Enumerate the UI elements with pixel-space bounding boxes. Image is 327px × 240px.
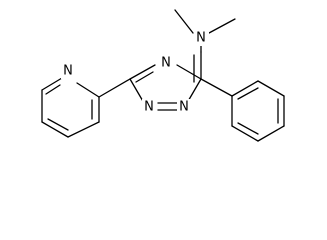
- atom-label: N: [63, 64, 73, 79]
- bond: [208, 18, 236, 34]
- bond: [41, 77, 63, 91]
- atom-n-triazine-1: N: [177, 99, 192, 115]
- bond: [176, 64, 202, 80]
- pyridine-ring: [41, 77, 131, 138]
- bond: [135, 71, 154, 83]
- bond: [231, 80, 259, 97]
- bond: [174, 9, 194, 34]
- atom-label: N: [161, 56, 171, 71]
- structure-diagram: N N N N N: [41, 9, 285, 142]
- bond: [237, 87, 259, 100]
- bond: [257, 80, 285, 97]
- bond: [257, 125, 285, 142]
- bond: [41, 121, 69, 138]
- atom-label: N: [144, 100, 154, 115]
- bond: [237, 122, 259, 135]
- atom-n-triazine-4: N: [159, 55, 174, 71]
- bond: [76, 82, 100, 98]
- atom-label: N: [196, 31, 206, 46]
- bond: [200, 78, 233, 97]
- phenyl-ring: [200, 78, 285, 142]
- bond: [98, 78, 131, 98]
- atom-n-triazine-2: N: [142, 99, 157, 115]
- bond: [129, 64, 156, 80]
- atom-n-amine: N: [194, 30, 209, 46]
- atom-n-pyridine: N: [61, 63, 76, 79]
- bond: [129, 78, 145, 104]
- atom-label: N: [179, 100, 189, 115]
- bond: [45, 84, 61, 95]
- bond: [47, 118, 69, 131]
- bond: [67, 121, 100, 138]
- bond: [231, 125, 259, 142]
